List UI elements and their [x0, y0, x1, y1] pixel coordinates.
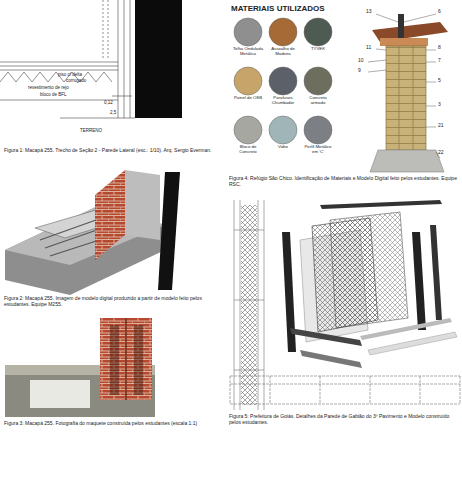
- part-label: Painel de OSB: [232, 96, 264, 101]
- callout-number: 7: [438, 58, 450, 64]
- part-label: Vidro: [267, 145, 299, 150]
- figure-caption: Figura 3: Macapá 255. Fotografia do maqu…: [4, 421, 224, 427]
- part-label: 0,12: [104, 100, 120, 105]
- part-label: revestimento de rejo: [28, 85, 108, 90]
- part-label: Bloco de Concreto: [232, 145, 264, 155]
- part-label: TERRENO: [80, 128, 120, 133]
- callout-number: 10: [358, 58, 370, 64]
- callout-number: 8: [438, 45, 450, 51]
- part-label: Telha Ondulada Metálica: [232, 47, 264, 57]
- callout-number: 22: [438, 150, 450, 156]
- panel-heading: MATERIAIS UTILIZADOS: [231, 4, 341, 13]
- figure-caption: Figura 4: Refúgio São Chico. Identificaç…: [229, 176, 459, 188]
- part-label: TYVEK: [302, 47, 334, 52]
- figure-caption: Figura 5: Prefeitura de Goiás. Detalhes …: [229, 414, 460, 426]
- callout-number: 21: [438, 123, 450, 129]
- callout-number: 3: [438, 102, 450, 108]
- part-label: bloco de BFL: [40, 92, 100, 97]
- callout-number: 5: [438, 78, 450, 84]
- figure-caption: Figura 2: Macapá 255. Imagem de modelo d…: [4, 296, 224, 308]
- callout-number: 11: [366, 45, 378, 51]
- callout-number: 13: [366, 9, 378, 15]
- part-label: piso c/ delta: [58, 72, 118, 77]
- part-label: corrugado: [66, 78, 106, 83]
- part-label: 2,5: [110, 110, 124, 115]
- figure-caption: Figura 1: Macapá 255. Trecho de Seção 2 …: [4, 148, 224, 154]
- callout-number: 9: [358, 68, 370, 74]
- callout-number: 6: [438, 9, 450, 15]
- part-label: Assoalho de Madeira: [267, 47, 299, 57]
- part-label: Parafusos Chumbador: [267, 96, 299, 106]
- part-label: Concreto armado: [302, 96, 334, 106]
- part-label: Perfil Metálico em 'C': [302, 145, 334, 155]
